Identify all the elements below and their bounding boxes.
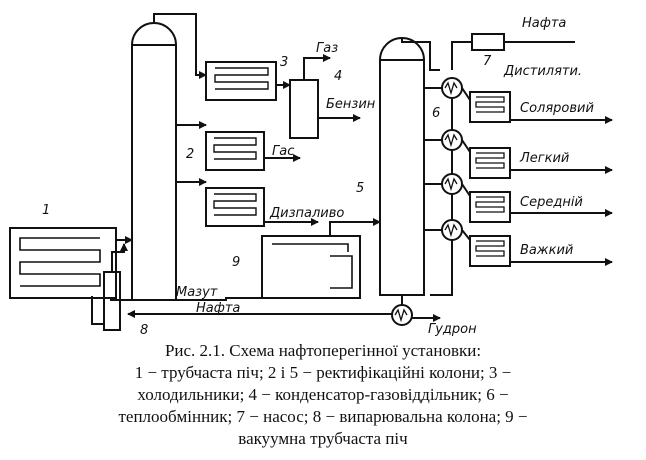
number-7: 7 xyxy=(483,54,492,69)
caption-line-2: 1 − трубчаста піч; 2 і 5 − ректифікаційн… xyxy=(134,363,512,382)
number-1: 1 xyxy=(42,203,50,218)
caption-line-1: Рис. 2.1. Схема нафтоперегінної установк… xyxy=(164,341,482,360)
label-gudron: Гудрон xyxy=(428,322,477,337)
pump-7 xyxy=(471,33,505,51)
cooler-3-top xyxy=(205,61,277,101)
vacuum-furnace-9 xyxy=(261,235,361,299)
number-2: 2 xyxy=(186,147,194,162)
label-solyarovyi: Соляровий xyxy=(520,101,594,116)
caption-line-5: вакуумна трубчаста піч xyxy=(238,429,408,448)
number-4: 4 xyxy=(334,69,342,84)
caption-line-3: холодильники; 4 − конденсатор-газовідділ… xyxy=(137,385,509,404)
label-benzyn: Бензин xyxy=(326,97,376,112)
label-gas: Гас xyxy=(272,144,294,159)
gas-separator-4 xyxy=(289,79,319,139)
number-5: 5 xyxy=(356,181,364,196)
label-gaz: Газ xyxy=(316,41,338,56)
number-8: 8 xyxy=(140,323,148,338)
cooler-3-middle xyxy=(205,131,265,171)
caption-line-4: теплообмінник; 7 − насос; 8 − випарюваль… xyxy=(118,407,528,426)
number-9: 9 xyxy=(232,255,240,270)
figure-caption: Рис. 2.1. Схема нафтоперегінної установк… xyxy=(0,340,646,450)
tube-furnace-1 xyxy=(9,227,117,299)
label-vazhkyi: Важкий xyxy=(520,243,573,258)
rectification-column-5 xyxy=(379,37,425,296)
number-3: 3 xyxy=(280,55,288,70)
label-legkyi: Легкий xyxy=(519,151,569,166)
label-dyzpalyvo: Дизпаливо xyxy=(269,206,344,221)
label-neft-top: Нафта xyxy=(522,16,566,31)
number-6: 6 xyxy=(432,106,440,121)
cooler-3-lower xyxy=(205,187,265,227)
rectification-column-2 xyxy=(131,22,177,301)
label-mazut: Мазут xyxy=(176,285,218,300)
cooler-3-right xyxy=(469,91,511,267)
flow-diagram: Нафта Газ Бензин Гас Дизпаливо Мазут Наф… xyxy=(9,13,613,338)
label-serednii: Середній xyxy=(520,195,583,210)
label-dystylyaty: Дистиляти. xyxy=(503,64,582,79)
label-neft-bottom: Нафта xyxy=(196,301,240,316)
